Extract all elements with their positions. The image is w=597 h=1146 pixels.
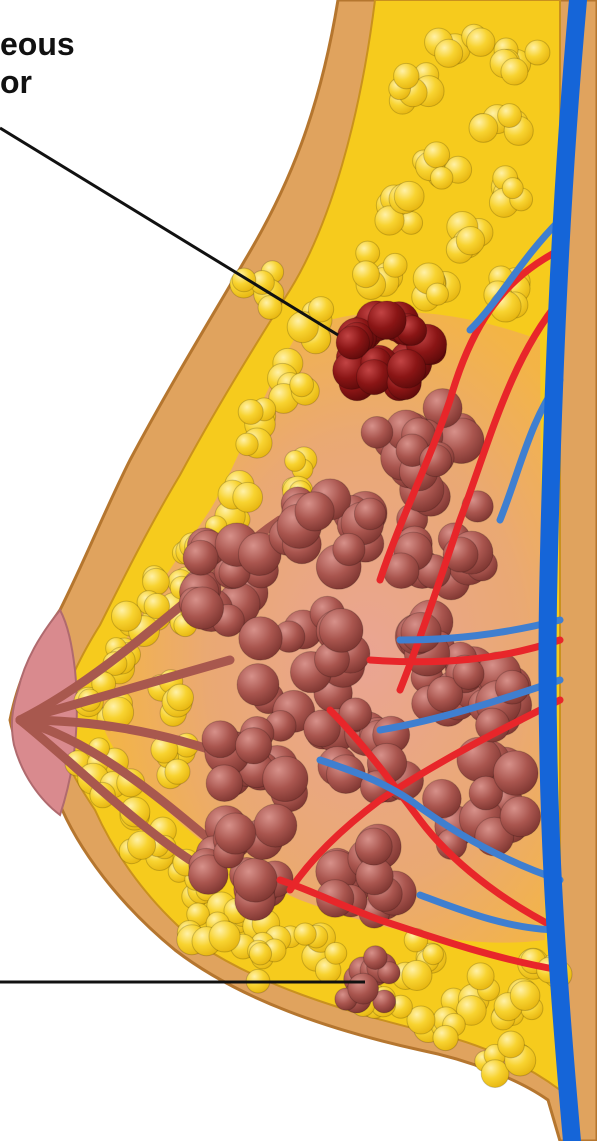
benign-cell bbox=[348, 973, 379, 1004]
fat-cell bbox=[424, 142, 450, 168]
fat-cell bbox=[353, 261, 380, 288]
fat-cell bbox=[469, 114, 498, 143]
tumor-cell bbox=[387, 349, 426, 388]
lobule bbox=[233, 858, 277, 902]
benign-cell bbox=[364, 946, 388, 970]
fat-cell bbox=[394, 181, 424, 211]
fat-cell bbox=[501, 58, 528, 85]
tumor-label-line-2: or bbox=[0, 64, 32, 100]
tumor-label-line-1: eous bbox=[0, 26, 75, 62]
lobule bbox=[181, 587, 223, 629]
lobule bbox=[239, 617, 282, 660]
fat-cell bbox=[285, 451, 306, 472]
fat-cell bbox=[394, 63, 419, 88]
fat-cell bbox=[209, 921, 240, 952]
fat-cell bbox=[456, 226, 484, 254]
lobule bbox=[333, 533, 365, 565]
fat-cell bbox=[111, 601, 141, 631]
lobule bbox=[235, 728, 271, 764]
lobule bbox=[493, 751, 538, 796]
lobule bbox=[215, 813, 256, 854]
lobule bbox=[237, 664, 279, 706]
fat-cell bbox=[435, 39, 463, 67]
fat-cell bbox=[498, 104, 522, 128]
lobule bbox=[254, 804, 297, 847]
fat-cell bbox=[167, 684, 194, 711]
tumor-cell bbox=[368, 301, 406, 339]
fat-cell bbox=[498, 1031, 525, 1058]
lobule bbox=[202, 721, 239, 758]
fat-cell bbox=[467, 963, 494, 990]
lobule bbox=[354, 498, 386, 530]
fat-cell bbox=[423, 944, 444, 965]
lobule bbox=[183, 540, 218, 575]
lobule bbox=[263, 756, 308, 801]
lobule bbox=[500, 796, 540, 836]
lobule bbox=[361, 416, 393, 448]
fat-cell bbox=[290, 373, 314, 397]
fat-cell bbox=[249, 943, 271, 965]
fat-cell bbox=[525, 40, 550, 65]
fat-cell bbox=[238, 399, 263, 424]
fat-cell bbox=[165, 759, 190, 784]
fat-cell bbox=[383, 253, 407, 277]
fat-cell bbox=[236, 433, 258, 455]
fat-cell bbox=[433, 1025, 458, 1050]
fat-cell bbox=[294, 923, 316, 945]
lobule bbox=[295, 492, 334, 531]
lobule bbox=[355, 828, 392, 865]
fat-cell bbox=[233, 482, 263, 512]
fat-cell bbox=[430, 167, 452, 189]
fat-cell bbox=[325, 942, 347, 964]
fat-cell bbox=[510, 981, 540, 1011]
fat-cell bbox=[426, 283, 448, 305]
lobule bbox=[206, 765, 243, 802]
fat-cell bbox=[402, 960, 432, 990]
fat-cell bbox=[502, 178, 523, 199]
tumor-cell bbox=[336, 326, 369, 359]
lobule bbox=[319, 609, 363, 653]
tumor-cell bbox=[356, 360, 391, 395]
fat-cell bbox=[467, 28, 495, 56]
